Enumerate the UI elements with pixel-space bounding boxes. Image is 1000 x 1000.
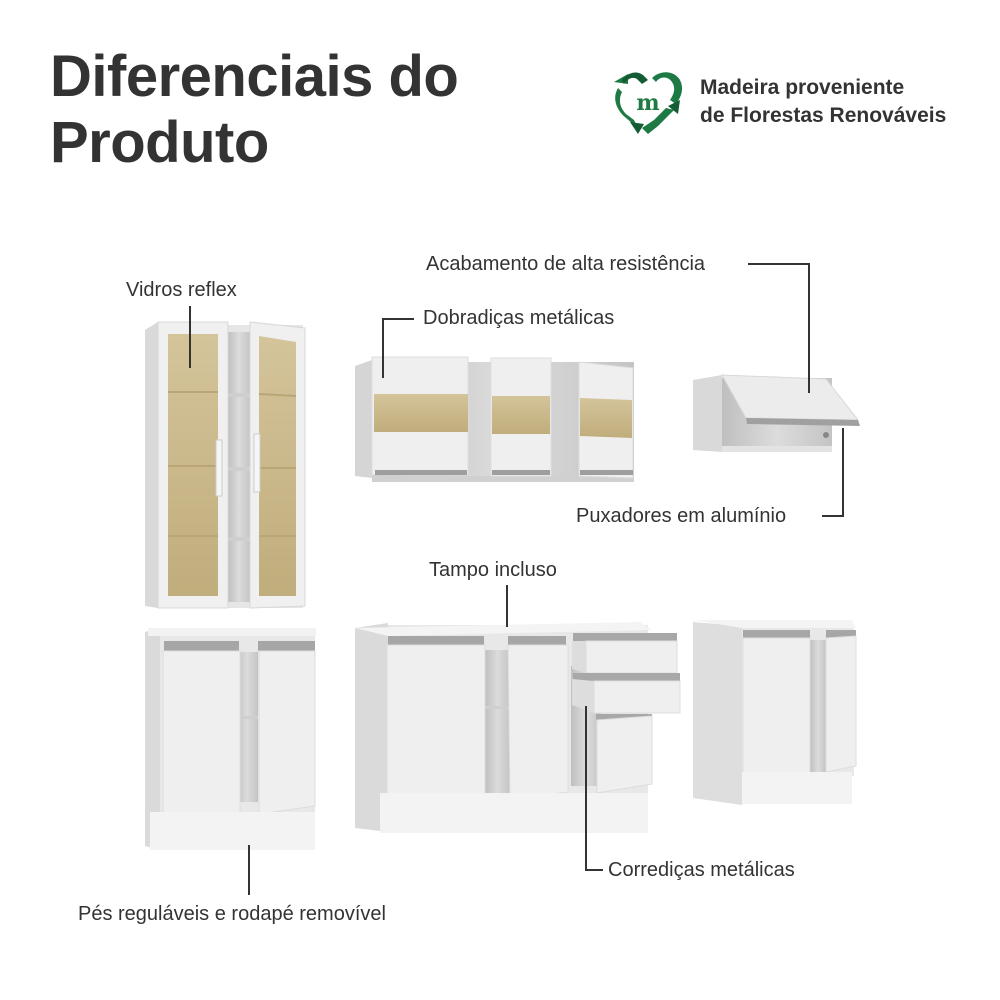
base-cabinet-right: [693, 620, 857, 805]
feature-label-tampo: Tampo incluso: [429, 559, 557, 581]
eco-badge: m Madeira proveniente de Florestas Renov…: [608, 66, 946, 138]
svg-text:m: m: [636, 90, 659, 116]
leader-line-acabamento-v: [808, 263, 810, 393]
base-cabinet-left: [145, 628, 316, 850]
leader-line-corredicas-h: [585, 869, 603, 871]
feature-label-pes: Pés reguláveis e rodapé removível: [78, 903, 386, 925]
page-title: Diferenciais do Produto: [50, 44, 459, 176]
feature-label-dobradicas: Dobradiças metálicas: [423, 307, 615, 329]
upper-three-door-cabinet: [355, 356, 634, 482]
leader-line-puxadores-h: [822, 515, 844, 517]
title-line-1: Diferenciais do: [50, 44, 459, 109]
flip-up-wall-cabinet: [693, 374, 860, 452]
leader-line-dobradicas-v: [382, 318, 384, 378]
feature-label-corredicas: Corrediças metálicas: [608, 859, 795, 881]
leader-line-puxadores-v: [842, 428, 844, 517]
eco-badge-line-1: Madeira proveniente: [700, 76, 905, 99]
eco-badge-line-2: de Florestas Renováveis: [700, 104, 947, 127]
leader-line-acabamento-h: [748, 263, 810, 265]
leader-line-corredicas-v: [585, 706, 587, 870]
leader-line-pes: [248, 845, 250, 895]
feature-label-acabamento: Acabamento de alta resistência: [426, 253, 706, 275]
recycle-heart-m-icon: m: [614, 72, 683, 134]
tall-glass-cabinet: [145, 321, 306, 609]
feature-label-vidros: Vidros reflex: [126, 279, 237, 301]
leader-line-tampo: [506, 585, 508, 627]
base-cabinet-drawers: [355, 622, 681, 833]
feature-label-puxadores: Puxadores em alumínio: [576, 505, 787, 527]
leader-line-vidros: [189, 306, 191, 368]
leader-line-dobradicas-h: [382, 318, 414, 320]
title-line-2: Produto: [50, 110, 269, 175]
